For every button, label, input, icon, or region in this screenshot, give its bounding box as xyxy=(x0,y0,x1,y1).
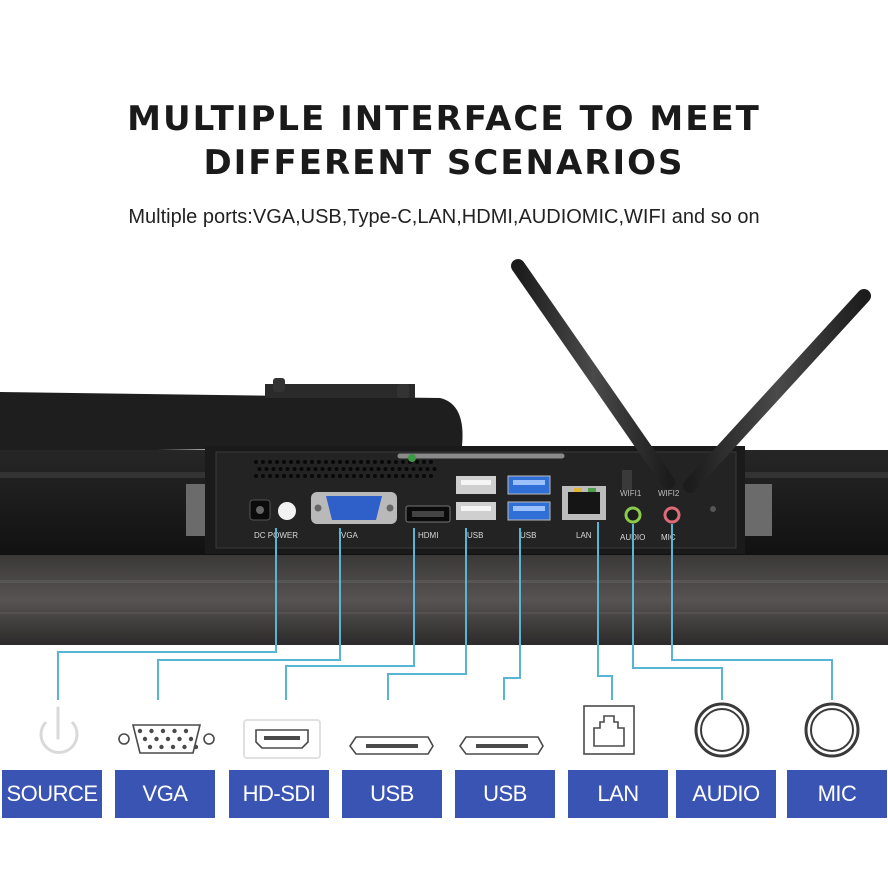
hdmi-text: HDMI xyxy=(418,531,438,540)
vga-connector-icon xyxy=(118,724,215,754)
wifi1-text: WIFI1 xyxy=(620,489,642,498)
lan-text: LAN xyxy=(576,531,592,540)
side-bracket-right xyxy=(742,484,772,536)
label-usb-1: USB xyxy=(342,770,442,818)
mount-knob xyxy=(273,378,285,392)
mic-jack-icon xyxy=(804,702,860,758)
vent-grid xyxy=(254,460,437,478)
mic-jack xyxy=(663,506,681,524)
audio-jack xyxy=(624,506,642,524)
label-audio: AUDIO xyxy=(676,770,776,818)
lan-connector-icon xyxy=(583,705,635,755)
usb-connector-icon xyxy=(349,736,434,755)
vga-text: VGA xyxy=(341,531,359,540)
antenna-left xyxy=(511,259,675,489)
usb1-text: USB xyxy=(467,531,483,540)
wifi2-text: WIFI2 xyxy=(658,489,680,498)
label-hd-sdi: HD-SDI xyxy=(229,770,329,818)
hdmi-connector-icon xyxy=(243,719,321,759)
vga-port xyxy=(326,496,382,520)
label-lan: LAN xyxy=(568,770,668,818)
mount-bracket xyxy=(265,384,415,398)
label-vga: VGA xyxy=(115,770,215,818)
antenna-right xyxy=(683,289,871,493)
subtitle: Multiple ports:VGA,USB,Type-C,LAN,HDMI,A… xyxy=(128,206,760,228)
power-icon xyxy=(39,706,79,754)
tv-back-top xyxy=(0,392,463,452)
mic-text: MIC xyxy=(661,533,676,542)
connector-lines xyxy=(57,522,833,700)
usb-connector-icon xyxy=(459,736,544,755)
audio-jack-icon xyxy=(694,702,750,758)
label-source: SOURCE xyxy=(2,770,102,818)
headline-line-1: MULTIPLE INTERFACE TO MEET xyxy=(127,99,761,139)
label-usb-2: USB xyxy=(455,770,555,818)
label-mic: MIC xyxy=(787,770,887,818)
mount-knob xyxy=(397,384,409,398)
power-button xyxy=(278,502,296,520)
usb2-text: USB xyxy=(520,531,536,540)
tv-base xyxy=(0,555,888,645)
vga-pins xyxy=(137,728,199,750)
headline-line-2: DIFFERENT SCENARIOS xyxy=(203,143,685,183)
